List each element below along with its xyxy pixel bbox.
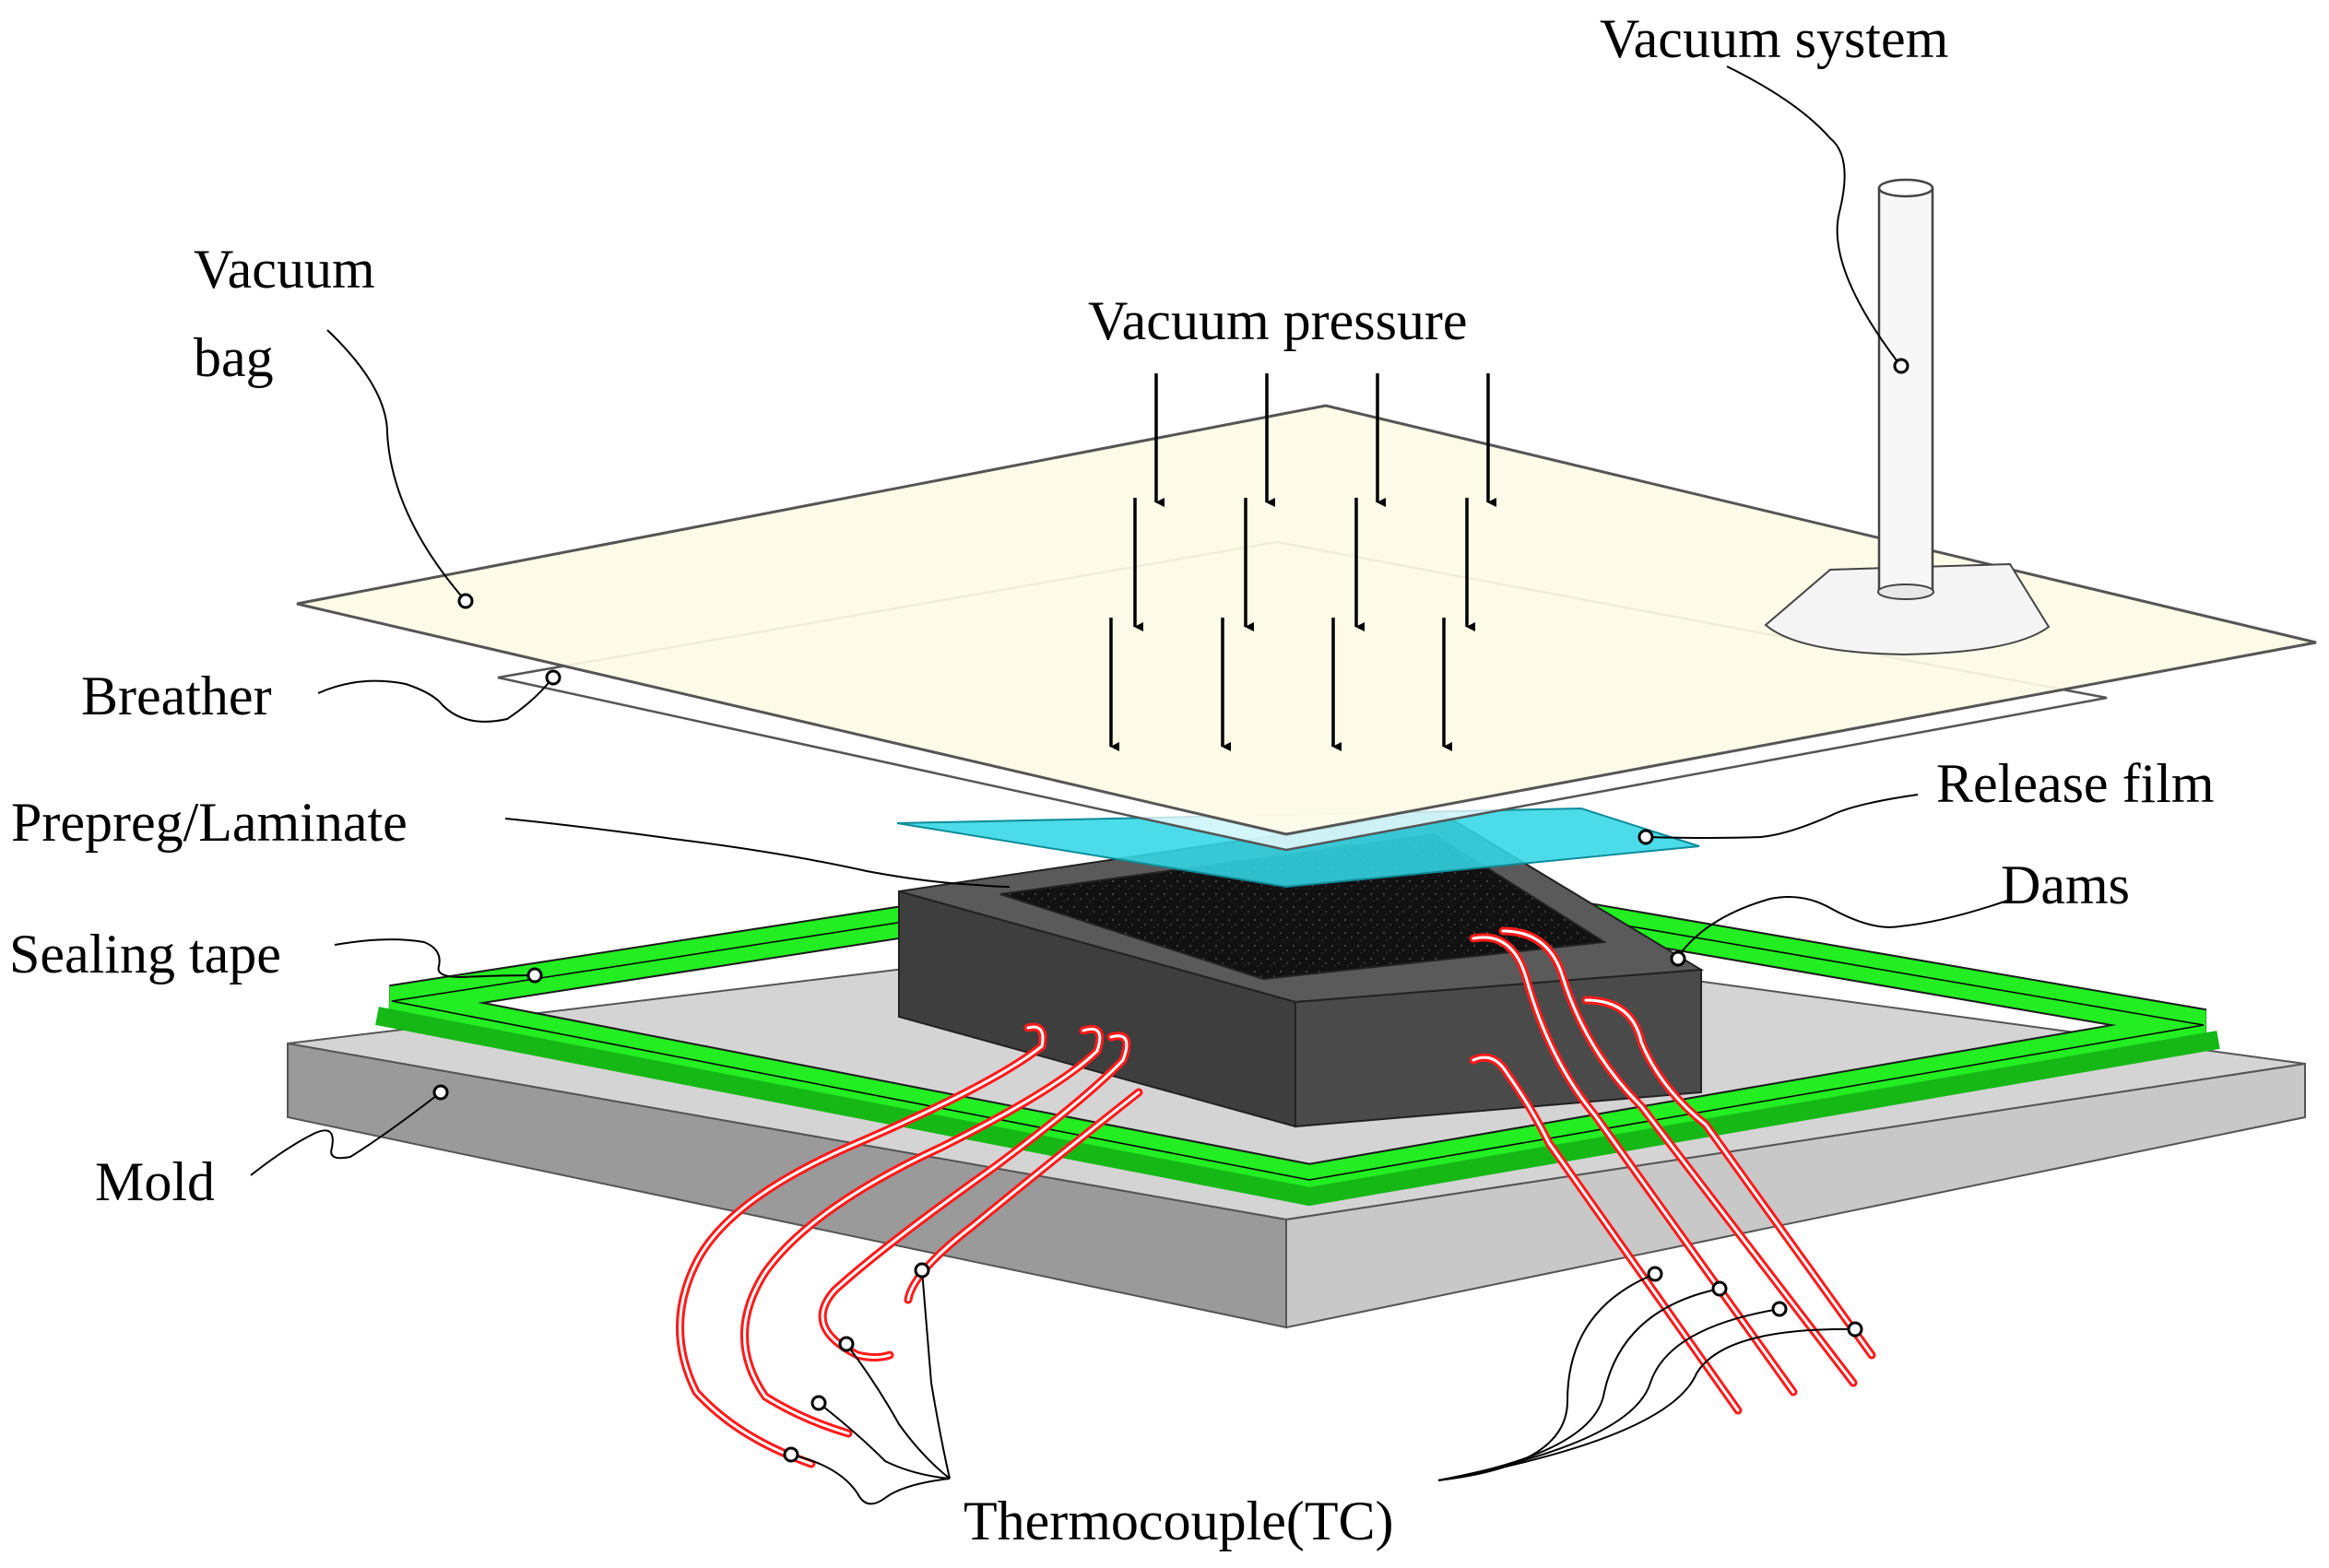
label-vacuum-system: Vacuum system xyxy=(1600,8,1948,69)
label-vacuum-bag-line1: Vacuum xyxy=(194,239,375,300)
thermocouple-wire xyxy=(1498,926,1858,1387)
label-mold: Mold xyxy=(95,1151,215,1212)
leader-thermocouple xyxy=(845,1343,951,1480)
vacuum-bag xyxy=(296,404,2317,836)
thermocouple-wires xyxy=(676,926,1876,1468)
thermocouple-wire xyxy=(1581,996,1876,1360)
pin-vacuum-system xyxy=(1893,358,1909,374)
pin-release-film xyxy=(1637,829,1654,845)
pin-dams xyxy=(1670,950,1686,967)
leader-thermocouple xyxy=(1437,1327,1856,1481)
thermocouple-wire xyxy=(676,1022,1047,1468)
leader-release-film xyxy=(1645,794,1919,839)
label-vacuum-bag-line2: bag xyxy=(194,327,274,388)
pin-thermocouple xyxy=(1771,1301,1788,1317)
leader-mold xyxy=(250,1091,442,1176)
leader-thermocouple xyxy=(921,1269,951,1480)
thermocouple-wire xyxy=(1469,1053,1743,1415)
leader-thermocouple xyxy=(1437,1288,1720,1481)
pin-thermocouple xyxy=(914,1262,930,1279)
label-release-film: Release film xyxy=(1936,753,2215,814)
label-dams: Dams xyxy=(2001,855,2130,915)
label-prepreg-laminate: Prepreg/Laminate xyxy=(11,792,408,853)
label-thermocouple: Thermocouple(TC) xyxy=(964,1491,1394,1551)
pin-thermocouple xyxy=(1647,1266,1663,1282)
pin-breather xyxy=(545,669,562,686)
leader-dams xyxy=(1677,896,2008,958)
vacuum-port-base xyxy=(1764,562,2051,656)
thermocouple-wire xyxy=(1469,933,1798,1397)
thermocouple-wire xyxy=(740,1024,1105,1438)
leader-thermocouple xyxy=(790,1454,951,1505)
pin-thermocouple xyxy=(810,1395,827,1411)
pin-markers xyxy=(432,358,1909,1463)
leader-lines xyxy=(250,65,2008,1505)
pin-vacuum-bag xyxy=(457,593,474,609)
leader-breather xyxy=(317,678,552,723)
pin-thermocouple xyxy=(783,1446,799,1463)
vacuum-tube xyxy=(1877,186,1934,591)
sealing-tape-front-edge xyxy=(375,1007,2220,1207)
leader-thermocouple xyxy=(1437,1308,1780,1481)
label-sealing-tape: Sealing tape xyxy=(9,924,281,984)
pin-sealing-tape xyxy=(526,967,543,984)
vacuum-system xyxy=(1764,178,2051,656)
labels: Vacuum system Vacuum bag Vacuum pressure… xyxy=(9,8,2215,1551)
mold-right-face xyxy=(1285,1062,2306,1329)
pin-thermocouple xyxy=(1847,1321,1863,1338)
label-breather: Breather xyxy=(81,666,272,726)
vacuum-pressure-arrows xyxy=(1109,373,1496,751)
pin-mold xyxy=(432,1084,449,1101)
vacuum-tube-top xyxy=(1877,178,1934,198)
label-vacuum-pressure: Vacuum pressure xyxy=(1088,290,1468,351)
leader-prepreg-laminate xyxy=(504,818,1011,888)
leader-vacuum-bag xyxy=(326,329,467,602)
pin-thermocouple xyxy=(1711,1280,1728,1297)
thermocouple-wire xyxy=(818,1032,1131,1362)
leader-thermocouple xyxy=(818,1402,951,1480)
pin-thermocouple xyxy=(838,1336,855,1352)
leader-sealing-tape xyxy=(334,938,536,979)
leader-vacuum-system xyxy=(1726,65,1900,365)
